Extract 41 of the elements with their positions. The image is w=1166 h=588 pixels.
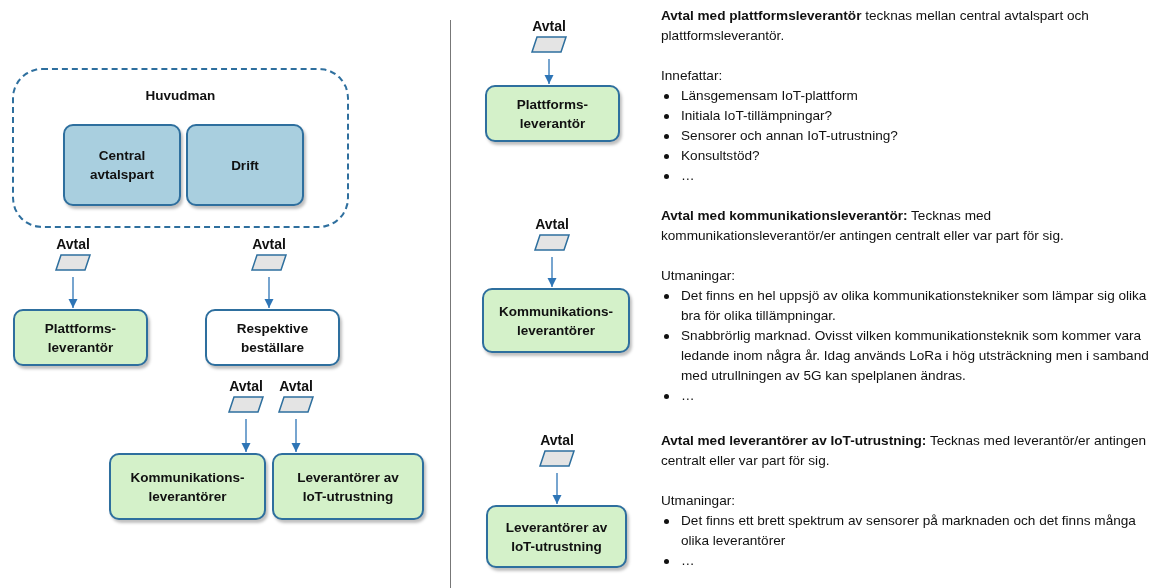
text-paragraph: Innefattar: <box>661 67 724 85</box>
arrow <box>291 418 301 453</box>
text-paragraph: Utmaningar: <box>661 492 737 510</box>
text-paragraph: Avtal med kommunikationsleverantör: Tecknas med kommunikationsleverantör/er antingen centralt eller var part för sig. <box>661 207 1065 245</box>
bullet-text: Länsgemensam IoT-plattform <box>681 87 859 105</box>
agreement-label: Avtal <box>278 378 314 394</box>
bullet-text: Sensorer och annan IoT-utrustning? <box>681 127 899 145</box>
bullet-text: … <box>681 167 696 185</box>
process-box: Respektive beställare <box>205 309 340 366</box>
process-box: Kommunikations- leverantörer <box>482 288 630 353</box>
arrow <box>544 58 554 85</box>
process-box: Leverantörer av IoT-utrustning <box>272 453 424 520</box>
agreement-label: Avtal <box>534 216 570 232</box>
dashed-group <box>12 68 349 228</box>
group-title: Huvudman <box>144 88 217 103</box>
bullet-text: Det finns en hel uppsjö av olika kommunikationstekniker som lämpar sig olika bra för olika tillämpningar. <box>681 287 1148 325</box>
bullet-text: … <box>681 552 696 570</box>
bullet-text: Det finns ett brett spektrum av sensorer på marknaden och det finns många olika leverantörer <box>681 512 1137 550</box>
bullet-text: … <box>681 387 696 405</box>
agreement-label: Avtal <box>55 236 91 252</box>
text-paragraph: Utmaningar: <box>661 267 737 285</box>
text-paragraph: Avtal med leverantörer av IoT-utrustning: Tecknas med leverantör/er antingen centralt eller var part för sig. <box>661 432 1148 470</box>
agreement-label: Avtal <box>531 18 567 34</box>
process-box: Plattforms- leverantör <box>485 85 620 142</box>
agreement-label: Avtal <box>251 236 287 252</box>
process-box: Central avtalspart <box>63 124 181 206</box>
text-paragraph: Avtal med plattformsleverantör tecknas mellan central avtalspart och plattformsleverantör. <box>661 7 1090 45</box>
bullet-text: Konsultstöd? <box>681 147 761 165</box>
process-box: Leverantörer av IoT-utrustning <box>486 505 627 568</box>
arrow <box>241 418 251 453</box>
arrow <box>552 472 562 505</box>
arrow <box>68 276 78 309</box>
process-box: Plattforms- leverantör <box>13 309 148 366</box>
agreement-label: Avtal <box>539 432 575 448</box>
bullet-text: Initiala IoT-tillämpningar? <box>681 107 834 125</box>
arrow <box>264 276 274 309</box>
agreement-label: Avtal <box>228 378 264 394</box>
process-box: Drift <box>186 124 304 206</box>
bullet-text: Snabbrörlig marknad. Ovisst vilken kommunikationsteknik som kommer vara ledande inom några år. Idag används LoRa i hög utsträckning men i samband med utrullningen av 5G kan spelplanen ändras. <box>681 327 1150 385</box>
process-box: Kommunikations- leverantörer <box>109 453 266 520</box>
arrow <box>547 256 557 288</box>
